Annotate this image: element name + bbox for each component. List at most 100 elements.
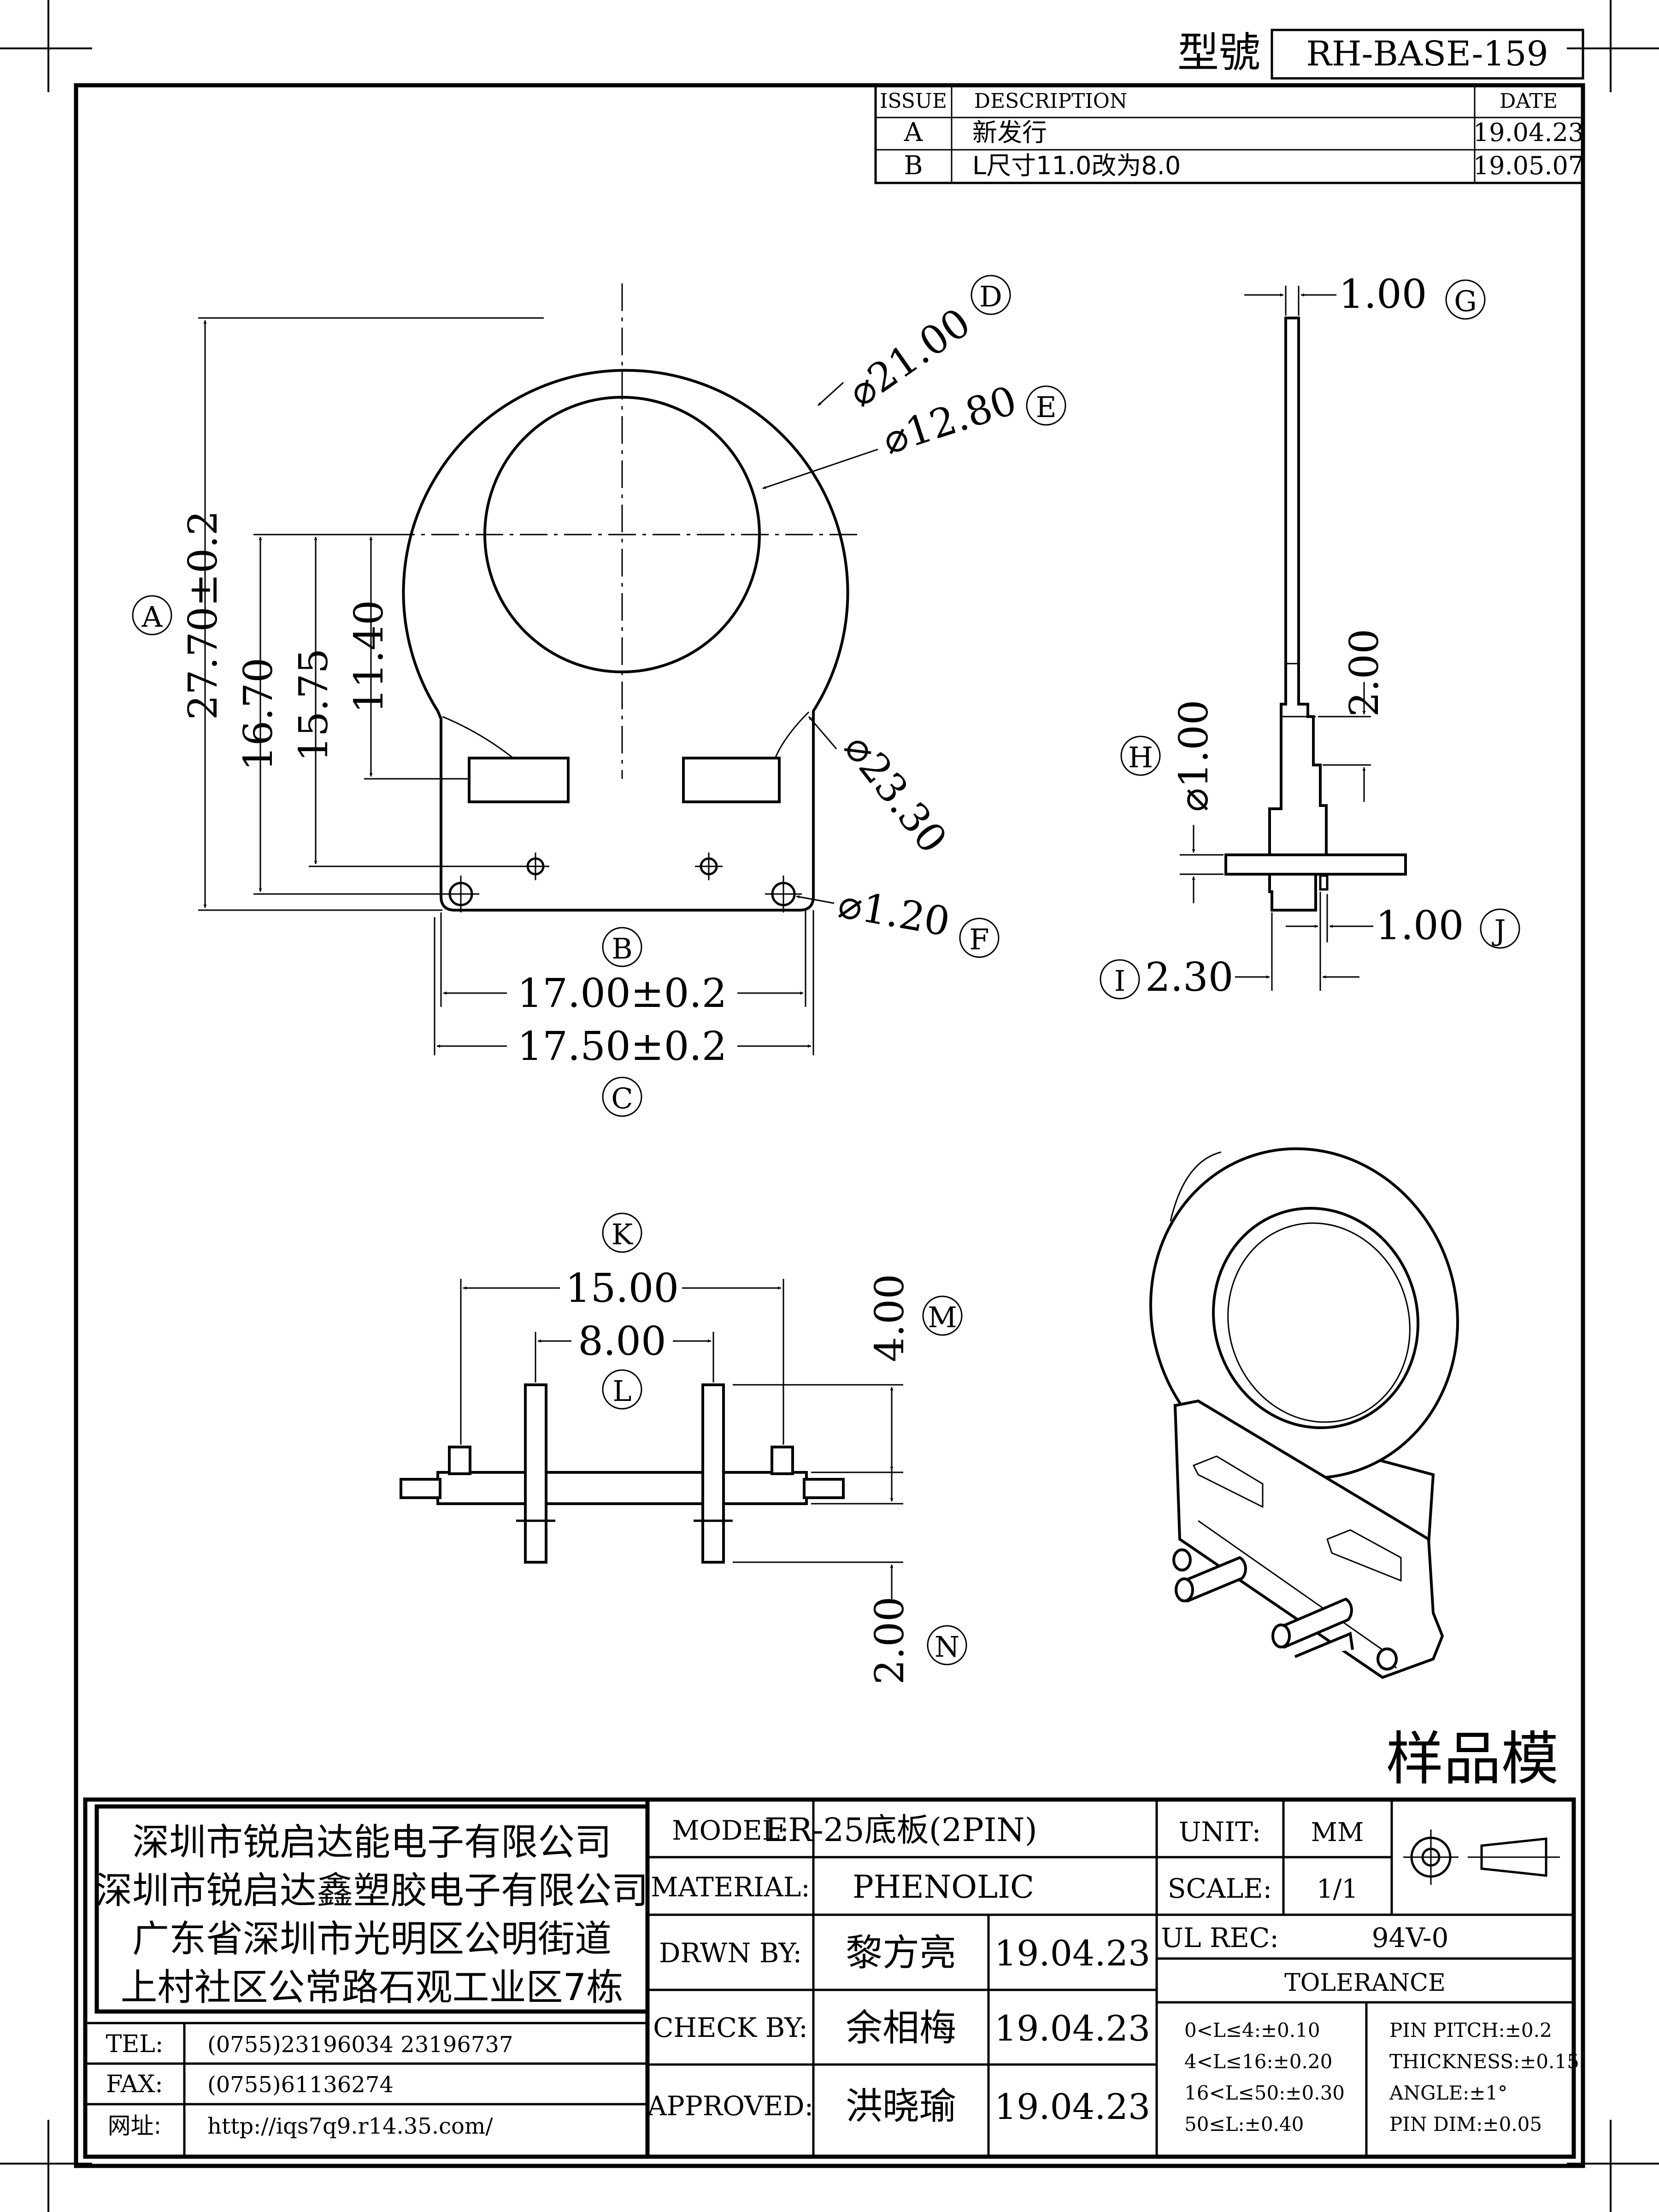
dim-16-70: 16.70 bbox=[235, 658, 282, 771]
material-label: MATERIAL: bbox=[651, 1871, 810, 1903]
approved-label: APPROVED: bbox=[647, 2090, 813, 2122]
front-pin-hole-right bbox=[765, 876, 802, 912]
side-pin bbox=[1224, 853, 1407, 876]
dim-17-00: 17.00±0.2 bbox=[517, 971, 727, 1017]
dim-8-00: 8.00 bbox=[578, 1318, 666, 1365]
unit-label: UNIT: bbox=[1179, 1816, 1261, 1847]
front-left-tab bbox=[468, 757, 570, 803]
drawn-by: 黎方亮 bbox=[846, 1931, 956, 1974]
svg-text:D: D bbox=[979, 280, 1002, 313]
title-block: 深圳市锐启达能电子有限公司 深圳市锐启达鑫塑胶电子有限公司 广东省深圳市光明区公… bbox=[83, 1797, 1579, 2159]
svg-text:H: H bbox=[1128, 741, 1153, 774]
tag-c: C bbox=[602, 1077, 642, 1117]
fax-label: FAX: bbox=[106, 2071, 163, 2098]
svg-text:E: E bbox=[1035, 390, 1056, 424]
dim-2-30: 2.30 bbox=[1145, 954, 1233, 1000]
unit-value: MM bbox=[1311, 1818, 1364, 1847]
company-line-3: 广东省深圳市光明区公明街道 bbox=[132, 1918, 612, 1960]
tag-g: G bbox=[1445, 279, 1486, 320]
tag-i: I bbox=[1100, 959, 1140, 1000]
sample-stamp: 样品模 bbox=[1386, 1726, 1559, 1793]
scale-value: 1/1 bbox=[1317, 1874, 1358, 1904]
tag-a: A bbox=[132, 595, 172, 635]
tolerance-right-4: PIN DIM:±0.05 bbox=[1389, 2113, 1542, 2136]
ul-label: UL REC: bbox=[1161, 1922, 1279, 1953]
tag-d: D bbox=[971, 275, 1011, 315]
third-angle-projection-icon bbox=[1403, 1830, 1560, 1885]
model-number: RH-BASE-159 bbox=[1306, 34, 1548, 74]
front-mount-hole-left bbox=[522, 853, 549, 880]
tolerance-left-4: 50≤L:±0.40 bbox=[1184, 2113, 1304, 2136]
tel-label: TEL: bbox=[106, 2030, 164, 2058]
scale-label: SCALE: bbox=[1168, 1873, 1272, 1904]
fax-value: (0755)61136274 bbox=[207, 2072, 394, 2098]
check-date: 19.04.23 bbox=[994, 2008, 1150, 2049]
tag-f: F bbox=[959, 918, 1000, 958]
material-value: PHENOLIC bbox=[853, 1869, 1034, 1906]
revision-table: ISSUE DESCRIPTION DATE A 新发行 19.04.23 B … bbox=[874, 84, 1584, 184]
dim-11-40: 11.40 bbox=[346, 600, 392, 713]
bottom-body bbox=[436, 1471, 808, 1505]
dim-2-00-n: 2.00 bbox=[867, 1596, 913, 1684]
tag-j: J bbox=[1480, 908, 1520, 949]
dim-15-75: 15.75 bbox=[291, 648, 337, 762]
model-label: MODEL: bbox=[672, 1815, 789, 1846]
drawing-frame bbox=[74, 83, 1585, 2168]
svg-text:J: J bbox=[1492, 913, 1506, 947]
svg-text:G: G bbox=[1454, 284, 1477, 318]
approved-date: 19.04.23 bbox=[994, 2086, 1150, 2127]
svg-text:B: B bbox=[612, 932, 633, 965]
svg-text:I: I bbox=[1114, 964, 1126, 998]
iso-disc-inner bbox=[1212, 1206, 1419, 1430]
svg-text:A: A bbox=[141, 600, 163, 634]
tolerance-left-1: 0<L≤4:±0.10 bbox=[1184, 2019, 1320, 2041]
model-number-label: 型號 bbox=[1177, 29, 1260, 77]
tag-e: E bbox=[1026, 385, 1066, 426]
rev-b-date: 19.05.07 bbox=[1473, 151, 1584, 180]
svg-text:M: M bbox=[928, 1300, 957, 1334]
dim-17-50: 17.50±0.2 bbox=[517, 1024, 727, 1070]
tag-n: N bbox=[927, 1625, 967, 1665]
ul-value: 94V-0 bbox=[1372, 1922, 1449, 1953]
tolerance-right-3: ANGLE:±1° bbox=[1389, 2082, 1507, 2104]
web-value: http://iqs7q9.r14.35.com/ bbox=[207, 2113, 493, 2139]
dim-1-00-j: 1.00 bbox=[1376, 903, 1464, 949]
bottom-view: K 15.00 8.00 L 4.00 M 2.00 N bbox=[400, 1212, 967, 1685]
svg-text:N: N bbox=[935, 1630, 959, 1664]
tag-l: L bbox=[602, 1369, 642, 1410]
drawn-date: 19.04.23 bbox=[994, 1933, 1150, 1974]
svg-text:C: C bbox=[611, 1082, 633, 1115]
tag-m: M bbox=[922, 1295, 963, 1336]
svg-text:K: K bbox=[612, 1218, 634, 1251]
dim-15-00: 15.00 bbox=[565, 1265, 679, 1312]
rev-header-issue: ISSUE bbox=[880, 89, 947, 113]
bottom-pin-right bbox=[701, 1383, 725, 1564]
model-value: ER-25底板(2PIN) bbox=[765, 1811, 1037, 1849]
front-view: 27.70±0.2 A 16.70 15.75 11.40 ⌀21.00 D ⌀… bbox=[132, 275, 1066, 1117]
rev-header-date: DATE bbox=[1500, 89, 1558, 113]
svg-text:L: L bbox=[612, 1374, 631, 1408]
dim-4-00: 4.00 bbox=[867, 1274, 913, 1362]
company-line-1: 深圳市锐启达能电子有限公司 bbox=[132, 1821, 612, 1864]
tel-value: (0755)23196034 23196737 bbox=[207, 2032, 513, 2058]
dim-d23-30: ⌀23.30 bbox=[835, 725, 956, 862]
rev-a-description: 新发行 bbox=[972, 118, 1047, 147]
dim-d1-20: ⌀1.20 bbox=[835, 881, 953, 946]
dim-27-70: 27.70±0.2 bbox=[180, 510, 226, 720]
tolerance-label: TOLERANCE bbox=[1284, 1969, 1446, 1997]
bottom-pin-left bbox=[524, 1383, 547, 1564]
drawn-label: DRWN BY: bbox=[659, 1937, 802, 1969]
tolerance-right-1: PIN PITCH:±0.2 bbox=[1389, 2019, 1552, 2041]
side-profile bbox=[1268, 317, 1328, 912]
check-by: 余相梅 bbox=[846, 2006, 956, 2049]
front-mount-hole-right bbox=[695, 853, 723, 880]
company-line-4: 上村社区公常路石观工业区7栋 bbox=[121, 1966, 624, 2009]
tolerance-left-3: 16<L≤50:±0.30 bbox=[1184, 2082, 1345, 2104]
tag-h: H bbox=[1120, 735, 1161, 776]
front-right-tab bbox=[682, 757, 781, 803]
check-label: CHECK BY: bbox=[653, 2012, 808, 2043]
approved-by: 洪晓瑜 bbox=[846, 2085, 956, 2128]
tag-k: K bbox=[602, 1212, 642, 1253]
tolerance-left-2: 4<L≤16:±0.20 bbox=[1184, 2050, 1332, 2073]
